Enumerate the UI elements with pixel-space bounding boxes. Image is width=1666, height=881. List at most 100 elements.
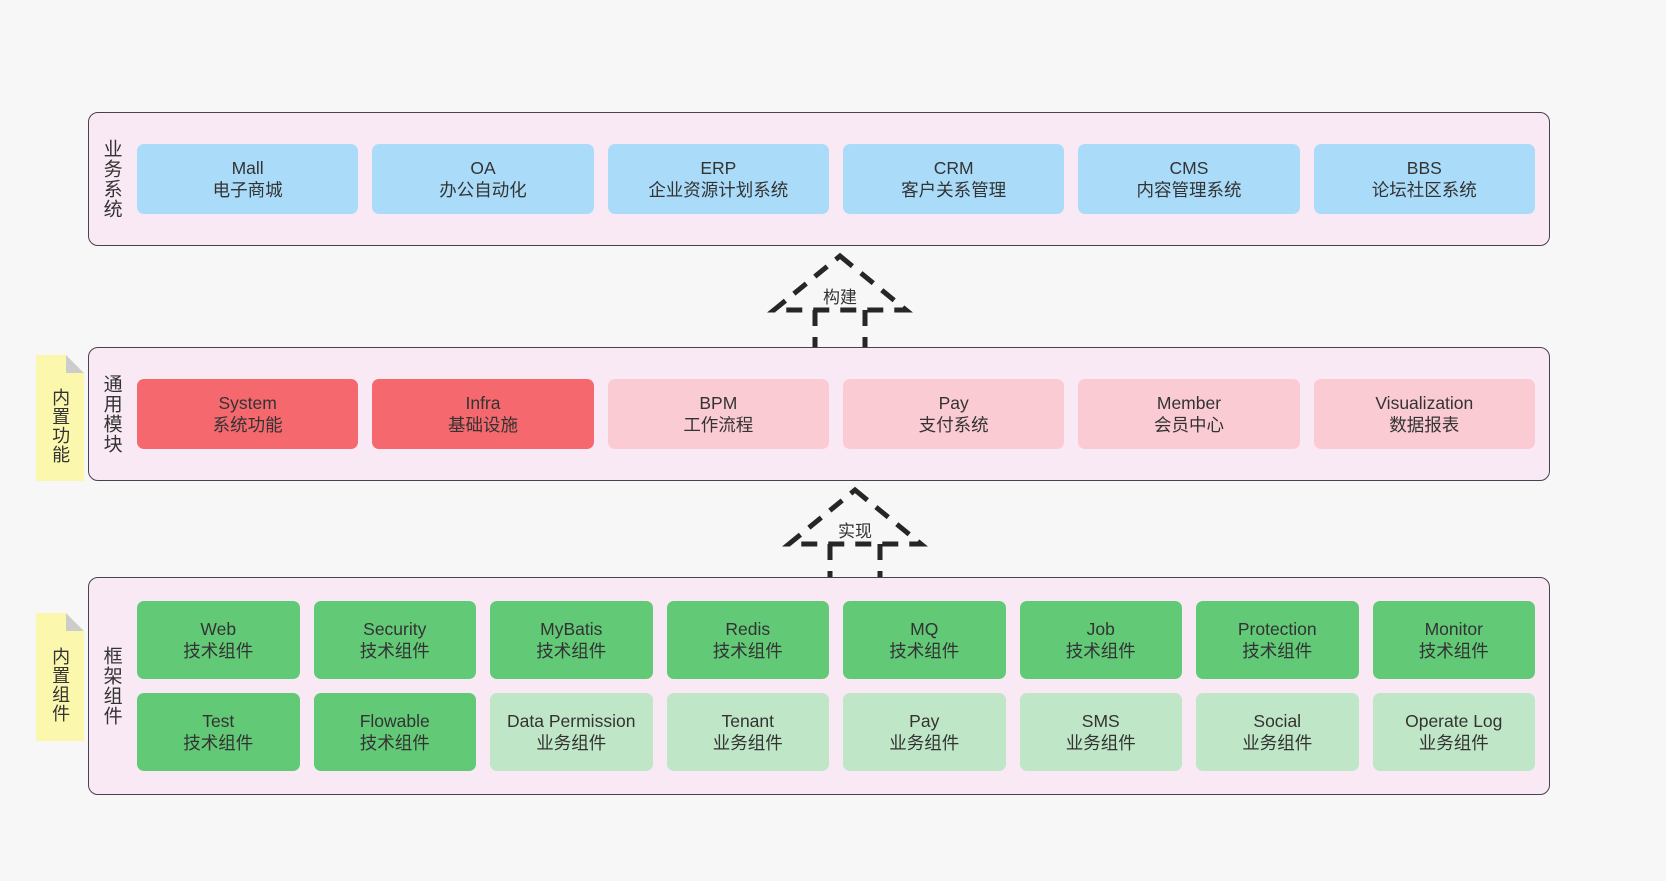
cell-monitor[interactable]: Monitor 技术组件 xyxy=(1372,601,1535,679)
cell-subtitle: 技术组件 xyxy=(1065,641,1136,661)
cell-subtitle: 办公自动化 xyxy=(439,180,527,200)
layer-business-caption: 业务系统 xyxy=(100,139,122,219)
cell-visualization[interactable]: Visualization 数据报表 xyxy=(1313,379,1535,449)
cell-subtitle: 业务组件 xyxy=(712,733,783,753)
cell-cms[interactable]: CMS 内容管理系统 xyxy=(1078,144,1300,214)
layer-framework-body: Web 技术组件 Security 技术组件 MyBatis 技术组件 Redi… xyxy=(133,578,1549,794)
cell-title: ERP xyxy=(700,157,737,178)
cell-subtitle: 技术组件 xyxy=(359,733,430,753)
cell-web[interactable]: Web 技术组件 xyxy=(137,601,300,679)
cell-subtitle: 技术组件 xyxy=(536,641,607,661)
cell-subtitle: 技术组件 xyxy=(183,641,254,661)
note-label: 内置组件 xyxy=(50,647,71,723)
cell-subtitle: 企业资源计划系统 xyxy=(648,180,789,200)
cell-flowable[interactable]: Flowable 技术组件 xyxy=(313,693,476,771)
layer-common-modules: 通用模块 System 系统功能 Infra 基础设施 BPM 工作流程 Pay… xyxy=(88,347,1550,481)
cell-subtitle: 基础设施 xyxy=(447,415,518,435)
cell-bbs[interactable]: BBS 论坛社区系统 xyxy=(1313,144,1535,214)
cell-system[interactable]: System 系统功能 xyxy=(137,379,359,449)
cell-title: Social xyxy=(1253,710,1302,731)
cell-row: Mall 电子商城 OA 办公自动化 ERP 企业资源计划系统 CRM 客户关系… xyxy=(137,144,1535,214)
cell-title: Infra xyxy=(465,392,501,413)
cell-title: Web xyxy=(200,618,237,639)
cell-subtitle: 工作流程 xyxy=(683,415,754,435)
cell-security[interactable]: Security 技术组件 xyxy=(313,601,476,679)
cell-subtitle: 支付系统 xyxy=(918,415,989,435)
cell-title: BBS xyxy=(1406,157,1442,178)
cell-test[interactable]: Test 技术组件 xyxy=(137,693,300,771)
cell-subtitle: 系统功能 xyxy=(212,415,283,435)
cell-erp[interactable]: ERP 企业资源计划系统 xyxy=(607,144,829,214)
note-builtin-components: 内置组件 xyxy=(36,613,84,741)
note-builtin-features: 内置功能 xyxy=(36,355,84,481)
cell-title: Mall xyxy=(231,157,264,178)
cell-title: Test xyxy=(202,710,235,731)
cell-operate-log[interactable]: Operate Log 业务组件 xyxy=(1372,693,1535,771)
cell-job[interactable]: Job 技术组件 xyxy=(1019,601,1182,679)
cell-pay-module[interactable]: Pay 支付系统 xyxy=(842,379,1065,449)
cell-title: Visualization xyxy=(1375,392,1474,413)
cell-title: CRM xyxy=(933,157,974,178)
cell-subtitle: 业务组件 xyxy=(1065,733,1136,753)
layer-modules-caption: 通用模块 xyxy=(100,374,122,454)
layer-framework-caption: 框架组件 xyxy=(100,646,122,726)
cell-infra[interactable]: Infra 基础设施 xyxy=(372,379,594,449)
cell-subtitle: 电子商城 xyxy=(212,180,283,200)
cell-subtitle: 技术组件 xyxy=(1418,641,1489,661)
note-label: 内置功能 xyxy=(50,388,71,464)
cell-row: Test 技术组件 Flowable 技术组件 Data Permission … xyxy=(137,693,1535,771)
cell-subtitle: 技术组件 xyxy=(1242,641,1313,661)
dashed-generalization-arrow-icon xyxy=(766,252,914,350)
cell-subtitle: 业务组件 xyxy=(1418,733,1489,753)
cell-title: BPM xyxy=(699,392,738,413)
note-fold-corner-icon xyxy=(66,613,84,631)
cell-title: SMS xyxy=(1081,710,1120,731)
cell-tenant[interactable]: Tenant 业务组件 xyxy=(666,693,829,771)
cell-subtitle: 客户关系管理 xyxy=(901,180,1007,200)
cell-title: Flowable xyxy=(359,710,430,731)
cell-mq[interactable]: MQ 技术组件 xyxy=(843,601,1006,679)
cell-title: Monitor xyxy=(1424,618,1483,639)
cell-title: MyBatis xyxy=(540,618,603,639)
cell-bpm[interactable]: BPM 工作流程 xyxy=(607,379,829,449)
cell-title: Data Permission xyxy=(507,710,636,731)
arrow-build-label: 构建 xyxy=(823,288,857,307)
cell-subtitle: 业务组件 xyxy=(889,733,960,753)
cell-title: Operate Log xyxy=(1405,710,1503,731)
cell-oa[interactable]: OA 办公自动化 xyxy=(372,144,594,214)
cell-redis[interactable]: Redis 技术组件 xyxy=(666,601,829,679)
cell-title: CMS xyxy=(1169,157,1209,178)
layer-modules-body: System 系统功能 Infra 基础设施 BPM 工作流程 Pay 支付系统… xyxy=(133,348,1549,480)
cell-title: MQ xyxy=(910,618,939,639)
cell-mybatis[interactable]: MyBatis 技术组件 xyxy=(490,601,653,679)
cell-row: System 系统功能 Infra 基础设施 BPM 工作流程 Pay 支付系统… xyxy=(137,379,1535,449)
cell-member[interactable]: Member 会员中心 xyxy=(1078,379,1300,449)
cell-crm[interactable]: CRM 客户关系管理 xyxy=(842,144,1065,214)
arrow-implement-label: 实现 xyxy=(838,522,872,541)
layer-framework-components: 框架组件 Web 技术组件 Security 技术组件 MyBatis 技术组件… xyxy=(88,577,1550,795)
cell-protection[interactable]: Protection 技术组件 xyxy=(1196,601,1359,679)
cell-subtitle: 内容管理系统 xyxy=(1136,180,1242,200)
cell-subtitle: 业务组件 xyxy=(536,733,607,753)
cell-subtitle: 技术组件 xyxy=(712,641,783,661)
cell-social[interactable]: Social 业务组件 xyxy=(1196,693,1359,771)
layer-business-body: Mall 电子商城 OA 办公自动化 ERP 企业资源计划系统 CRM 客户关系… xyxy=(133,113,1549,245)
cell-title: Job xyxy=(1086,618,1115,639)
cell-title: OA xyxy=(470,157,496,178)
arrow-implement: 实现 xyxy=(775,484,935,584)
cell-title: System xyxy=(218,392,277,413)
cell-title: Tenant xyxy=(721,710,775,731)
cell-subtitle: 技术组件 xyxy=(183,733,254,753)
cell-subtitle: 业务组件 xyxy=(1242,733,1313,753)
cell-subtitle: 数据报表 xyxy=(1389,415,1460,435)
cell-title: Pay xyxy=(938,392,969,413)
cell-sms[interactable]: SMS 业务组件 xyxy=(1019,693,1182,771)
cell-subtitle: 会员中心 xyxy=(1153,415,1224,435)
cell-title: Pay xyxy=(909,710,940,731)
cell-data-permission[interactable]: Data Permission 业务组件 xyxy=(490,693,653,771)
cell-mall[interactable]: Mall 电子商城 xyxy=(137,144,359,214)
cell-title: Security xyxy=(363,618,427,639)
cell-title: Protection xyxy=(1237,618,1317,639)
cell-pay-component[interactable]: Pay 业务组件 xyxy=(843,693,1006,771)
